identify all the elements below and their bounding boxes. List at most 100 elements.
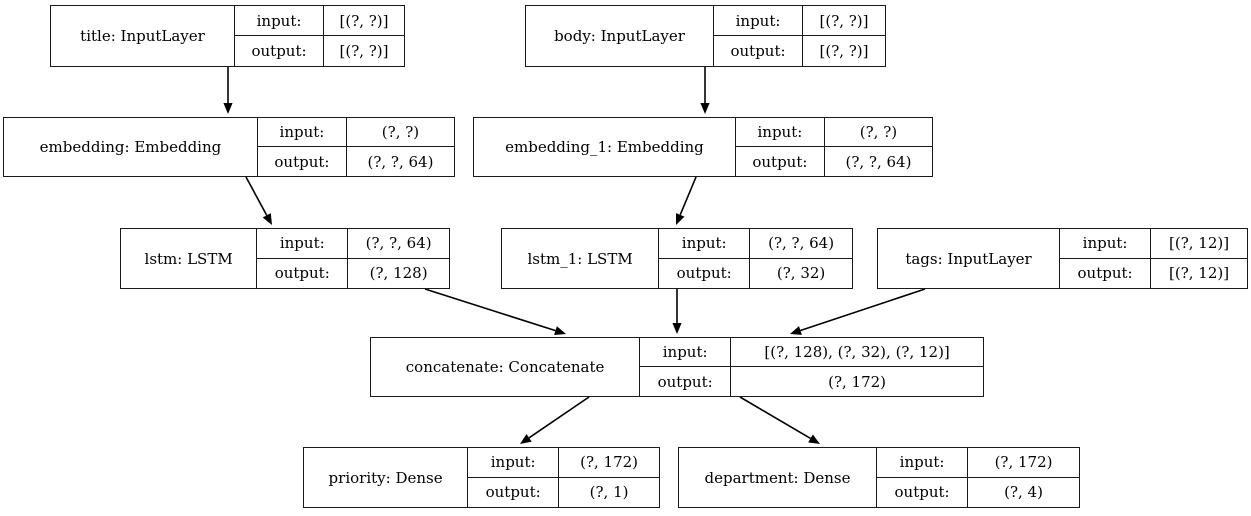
arrowhead-icon — [790, 326, 802, 335]
output-shape-body: [(?, ?)] — [802, 36, 885, 66]
output-key-department: output: — [894, 483, 950, 502]
node-embedding[interactable]: embedding: Embedding input: (?, ?)output:(… — [3, 117, 455, 177]
node-input-row-body: input: [(?, ?)] — [714, 6, 885, 36]
output-shape-title: [(?, ?)] — [323, 36, 404, 66]
output-key-tags: output: — [1077, 264, 1133, 283]
node-io-table-department: input:(?, 172) output: (?, 4) — [876, 448, 1079, 507]
input-key-embedding_1: input: — [757, 123, 803, 141]
input-key-title: input: — [256, 11, 302, 30]
node-io-table-lstm: input: (?, ?, 64)output:(?, 128) — [256, 229, 449, 288]
input-key-embedding: input: — [279, 123, 325, 141]
node-tags[interactable]: tags: InputLayer input:[(?, 12)] output: [(… — [877, 228, 1248, 289]
edge-embedding_1-lstm_1 — [675, 176, 697, 225]
input-key-body: input: — [735, 11, 781, 30]
input-shape-embedding_1: (?, ?) — [823, 118, 932, 146]
arrowhead-icon — [262, 213, 272, 225]
output-key-concatenate: output: — [657, 372, 713, 391]
edge-lstm_1-concatenate — [672, 289, 682, 334]
arrowhead-icon — [808, 434, 820, 444]
node-label-lstm_1: lstm_1: LSTM — [527, 249, 633, 268]
output-key-priority: output: — [485, 483, 541, 502]
node-body[interactable]: body: InputLayer input: [(?, ?)] output: [(?… — [525, 5, 886, 67]
node-io-table-embedding: input: (?, ?)output:(?, ?, 64) — [256, 118, 454, 176]
node-io-table-tags: input:[(?, 12)] output: [(?, 12)] — [1059, 229, 1247, 288]
node-io-table-concatenate: input:[(?, 128), (?, 32), (?, 12)]output… — [639, 338, 983, 396]
arrowhead-icon — [554, 326, 566, 336]
node-output-row-concatenate: output: (?, 172) — [640, 367, 983, 396]
node-lstm[interactable]: lstm: LSTM input: (?, ?, 64)output:(?, 128… — [120, 228, 450, 289]
node-input-row-department: input:(?, 172) — [877, 448, 1079, 478]
arrowhead-icon — [520, 434, 532, 444]
node-input-row-tags: input:[(?, 12)] — [1060, 229, 1247, 259]
node-output-row-priority: output: (?, 1) — [468, 477, 659, 507]
arrowhead-icon — [675, 213, 685, 225]
node-input-row-lstm_1: input: (?, ?, 64) — [659, 229, 852, 259]
node-output-row-title: output: [(?, ?)] — [235, 36, 404, 66]
input-shape-department: (?, 172) — [967, 448, 1079, 477]
input-key-priority: input: — [490, 453, 536, 472]
node-io-table-title: input: [(?, ?)] output: [(?, ?)] — [234, 6, 404, 66]
node-output-row-embedding: output:(?, ?, 64) — [258, 147, 454, 176]
output-key-lstm_1: output: — [676, 264, 732, 283]
node-input-row-title: input: [(?, ?)] — [235, 6, 404, 36]
output-shape-embedding: (?, ?, 64) — [345, 147, 454, 176]
node-label-concatenate: concatenate: Concatenate — [405, 358, 605, 376]
edge-line — [679, 176, 697, 216]
output-shape-lstm: (?, 128) — [347, 258, 449, 288]
output-key-body: output: — [730, 42, 786, 60]
node-io-table-body: input: [(?, ?)] output: [(?, ?)] — [713, 6, 885, 66]
node-label-body: body: InputLayer — [554, 27, 685, 45]
input-key-lstm: input: — [279, 234, 325, 253]
input-key-concatenate: input: — [662, 343, 708, 361]
edge-concatenate-priority — [520, 396, 590, 444]
input-key-tags: input: — [1082, 234, 1128, 253]
input-shape-body: [(?, ?)] — [802, 6, 885, 35]
input-shape-embedding: (?, ?) — [345, 118, 454, 146]
edge-title-embedding — [223, 67, 233, 114]
output-key-title: output: — [251, 42, 307, 60]
edge-line — [800, 288, 926, 332]
node-department[interactable]: department: Dense input:(?, 172) output: (?… — [678, 447, 1080, 508]
edge-line — [528, 396, 590, 439]
node-io-table-lstm_1: input: (?, ?, 64)output:(?, 32) — [658, 229, 852, 288]
arrowhead-icon — [223, 103, 233, 114]
input-shape-concatenate: [(?, 128), (?, 32), (?, 12)] — [730, 338, 983, 366]
node-label-lstm: lstm: LSTM — [144, 249, 233, 268]
node-input-row-concatenate: input: [(?, 128), (?, 32), (?, 12)] — [640, 338, 983, 367]
node-io-table-embedding_1: input:(?, ?)output:(?, ?, 64) — [734, 118, 932, 176]
node-output-row-lstm: output:(?, 128) — [257, 258, 449, 288]
input-key-lstm_1: input: — [681, 234, 727, 253]
node-input-row-lstm: input: (?, ?, 64) — [257, 229, 449, 259]
node-output-row-department: output: (?, 4) — [877, 477, 1079, 507]
node-io-table-priority: input:(?, 172) output: (?, 1) — [467, 448, 659, 507]
edge-line — [245, 176, 268, 216]
node-concatenate[interactable]: concatenate: Concatenate input: [(?, 128),… — [370, 337, 984, 397]
edge-embedding-lstm — [245, 176, 272, 225]
edge-lstm-concatenate — [424, 288, 566, 336]
output-shape-priority: (?, 1) — [558, 477, 659, 507]
edge-line — [424, 288, 556, 332]
input-shape-title: [(?, ?)] — [323, 6, 404, 35]
output-shape-embedding_1: (?, ?, 64) — [823, 147, 932, 176]
edge-concatenate-department — [739, 396, 820, 444]
node-output-row-lstm_1: output:(?, 32) — [659, 258, 852, 288]
node-lstm_1[interactable]: lstm_1: LSTM input: (?, ?, 64)output:(?, 3… — [501, 228, 853, 289]
node-input-row-priority: input:(?, 172) — [468, 448, 659, 478]
output-shape-department: (?, 4) — [967, 477, 1079, 507]
edge-body-embedding_1 — [700, 67, 710, 114]
input-shape-lstm_1: (?, ?, 64) — [749, 229, 852, 258]
output-shape-tags: [(?, 12)] — [1150, 258, 1247, 288]
input-shape-lstm: (?, ?, 64) — [347, 229, 449, 258]
node-label-tags: tags: InputLayer — [905, 249, 1032, 268]
node-label-embedding_1: embedding_1: Embedding — [505, 138, 704, 156]
node-input-row-embedding: input: (?, ?) — [257, 118, 454, 147]
output-shape-concatenate: (?, 172) — [730, 367, 983, 396]
arrowhead-icon — [672, 323, 682, 334]
node-label-embedding: embedding: Embedding — [39, 138, 222, 156]
node-label-department: department: Dense — [704, 468, 851, 487]
